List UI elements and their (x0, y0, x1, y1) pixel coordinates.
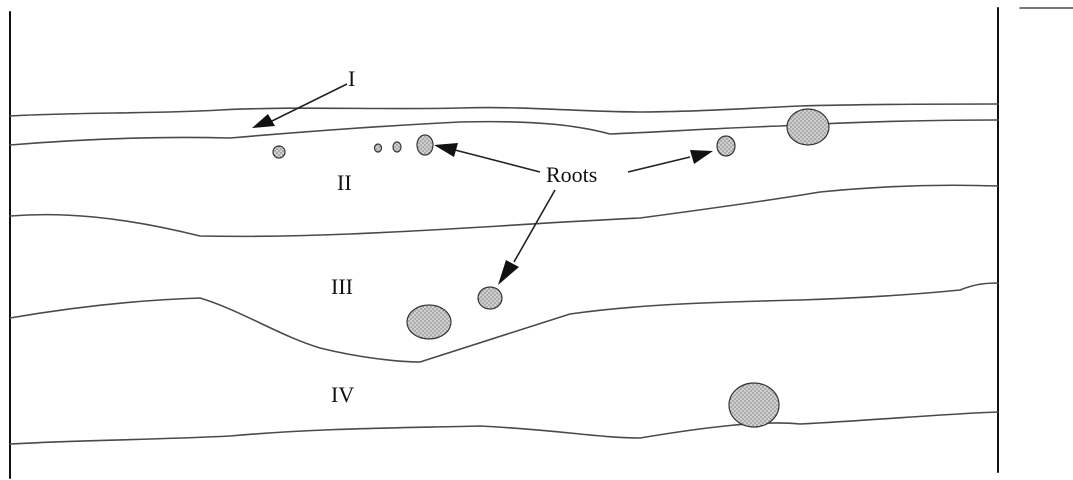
label-layer-3: III (331, 274, 353, 299)
label-roots: Roots (546, 162, 597, 187)
arrowhead (252, 114, 275, 128)
root-cross-section (392, 141, 402, 153)
arrow-roots-down (513, 189, 556, 263)
boundary-layer-4-bottom (9, 411, 999, 445)
surface-boundary (9, 103, 999, 117)
root-cross-section (416, 134, 434, 156)
root-cross-section (716, 135, 736, 157)
root-cross-section (728, 382, 780, 428)
label-layer-1: I (348, 66, 355, 91)
arrowhead (434, 143, 458, 157)
boundary-layer-1-2 (9, 119, 999, 146)
root-cross-section (786, 108, 830, 146)
boundary-layer-2-3 (9, 184, 999, 238)
boundary-layer-3-4 (9, 282, 999, 363)
arrow-layer-1 (269, 83, 348, 123)
root-cross-section (477, 286, 503, 310)
label-layer-2: II (337, 170, 352, 195)
root-cross-section (272, 145, 286, 159)
arrow-roots-left (454, 149, 541, 173)
label-layer-4: IV (331, 382, 354, 407)
root-cross-section (373, 143, 383, 153)
arrowhead (690, 150, 713, 164)
arrow-roots-right (627, 156, 691, 173)
root-cross-section (406, 304, 452, 340)
arrowhead (498, 260, 519, 285)
